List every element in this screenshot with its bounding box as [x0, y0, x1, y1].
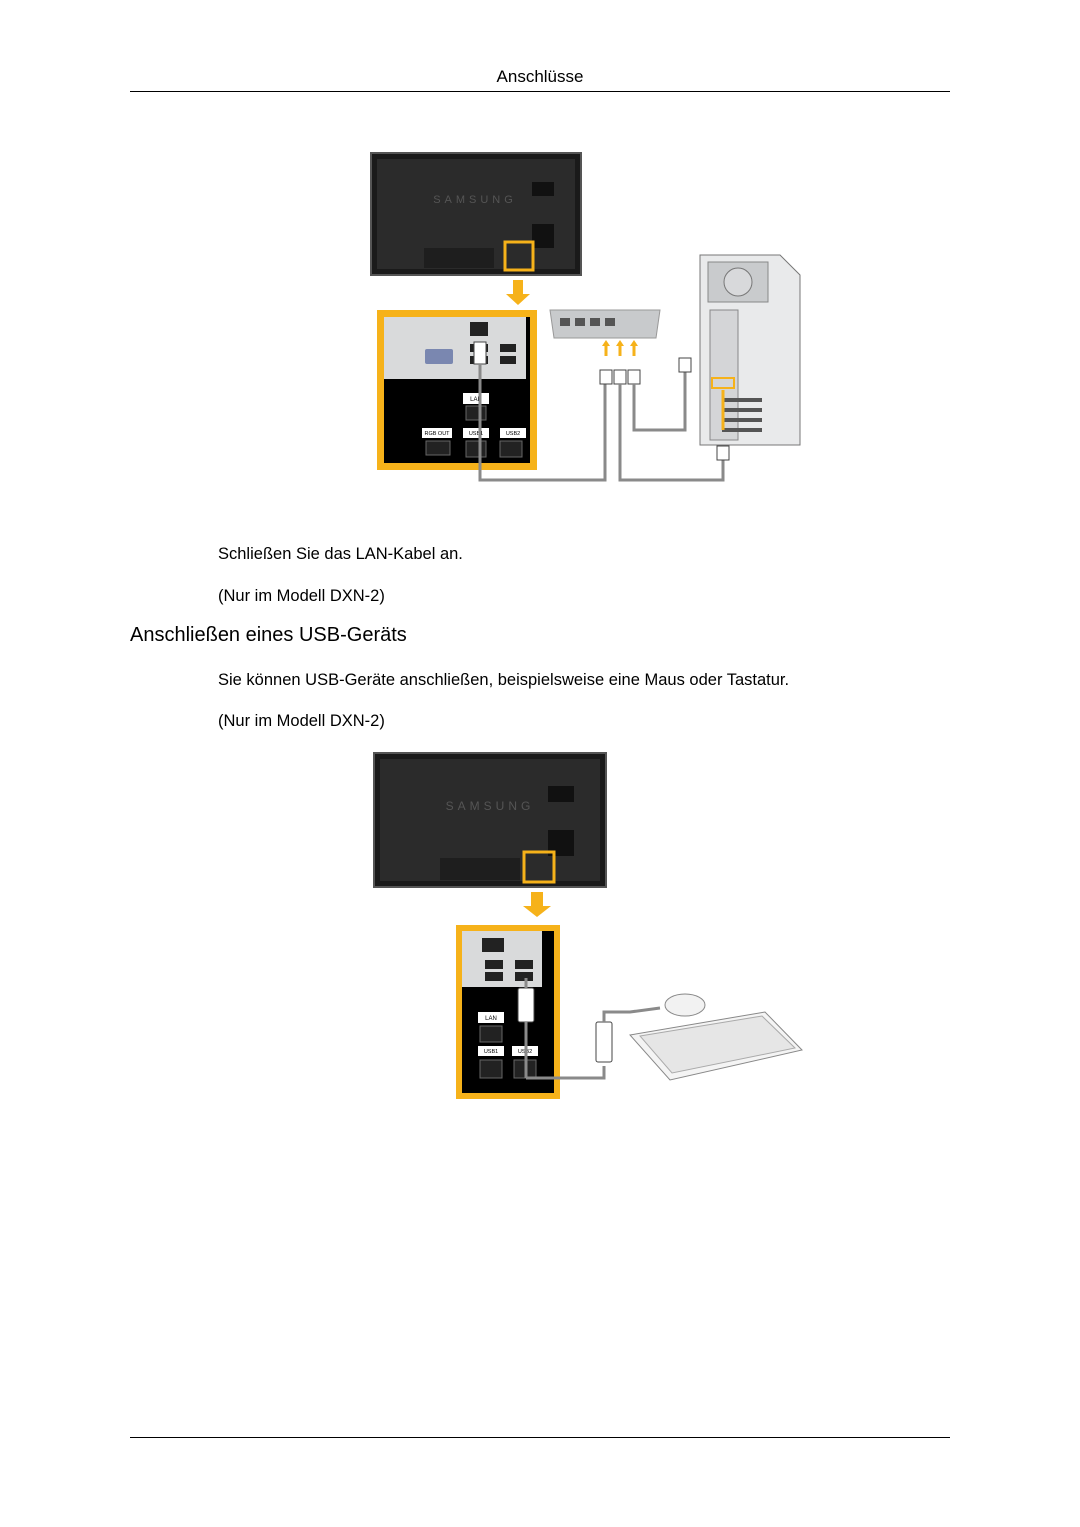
mouse-icon [664, 993, 706, 1017]
page-header-title: Anschlüsse [496, 67, 584, 86]
down-arrow-icon-2 [523, 892, 551, 917]
lan-caption: Schließen Sie das LAN-Kabel an. [218, 545, 463, 563]
keyboard-icon [629, 1011, 803, 1081]
usb-body-text: Sie können USB-Geräte anschließen, beisp… [218, 671, 790, 689]
usb-cables [517, 978, 661, 1080]
lan-connection-figure: SAMSUNG LAN RGB OUT USB1 USB2 [370, 152, 801, 482]
port-label-lan-1: LAN [470, 397, 482, 403]
down-arrow-icon [506, 280, 530, 305]
lan-cable-1 [473, 341, 607, 482]
monitor-back-2: SAMSUNG [373, 752, 607, 888]
footer-rule [130, 1437, 950, 1438]
usb-connection-figure: SAMSUNG LAN USB1 USB2 [373, 752, 803, 1099]
port-label-usb2-1: USB2 [506, 431, 520, 437]
port-label-rgbout-1: RGB OUT [424, 431, 450, 437]
port-label-usb1-2: USB1 [484, 1049, 498, 1055]
connector-panel-1: LAN RGB OUT USB1 USB2 [377, 310, 537, 470]
monitor-back-1: SAMSUNG [370, 152, 582, 276]
network-switch [549, 309, 725, 482]
port-label-lan-2: LAN [485, 1016, 497, 1022]
connector-panel-2: LAN USB1 USB2 [456, 925, 560, 1099]
monitor-brand-1: SAMSUNG [433, 194, 517, 206]
monitor-brand-2: SAMSUNG [446, 799, 535, 813]
header-rule [130, 91, 950, 92]
port-highlight-1 [503, 240, 535, 272]
usb-section-heading: Anschließen eines USB-Geräts [130, 624, 407, 646]
lan-model-note: (Nur im Modell DXN-2) [218, 587, 385, 605]
port-highlight-2 [522, 850, 556, 884]
usb-model-note: (Nur im Modell DXN-2) [218, 712, 385, 730]
pc-tower [699, 254, 801, 461]
port-label-usb1-1: USB1 [469, 431, 483, 437]
